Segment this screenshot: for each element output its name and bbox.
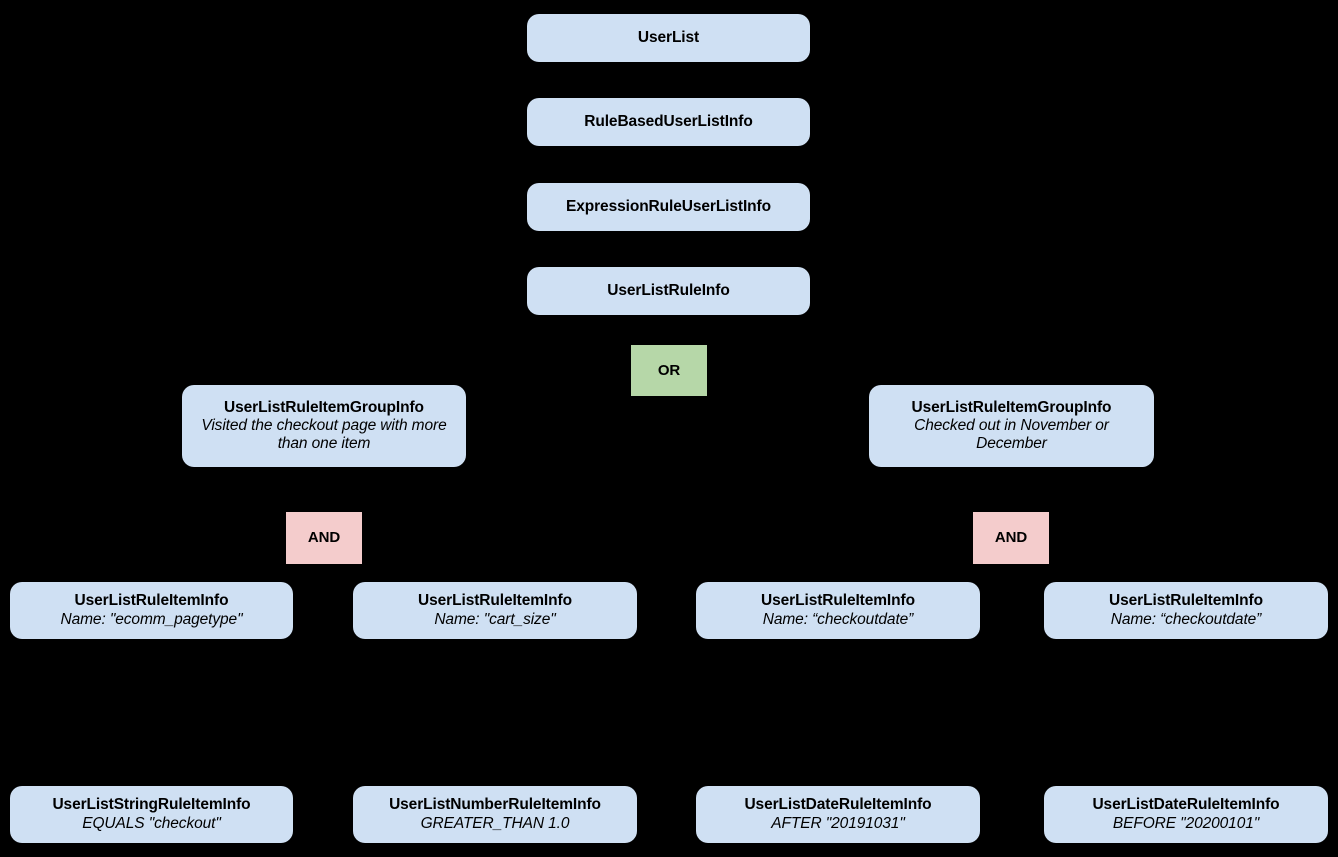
node-title: UserListDateRuleItemInfo [1092, 796, 1280, 814]
node-user-list-rule-info[interactable]: UserListRuleInfo [527, 267, 810, 315]
node-subtitle: Visited the checkout page with more than… [201, 416, 447, 453]
node-title: RuleBasedUserListInfo [584, 112, 753, 130]
node-title: UserListRuleItemGroupInfo [224, 398, 424, 416]
node-title: UserListNumberRuleItemInfo [389, 796, 601, 814]
node-title: UserListStringRuleItemInfo [52, 796, 251, 814]
node-title: UserList [637, 28, 700, 46]
node-subtitle: Name: "ecomm_pagetype" [60, 610, 243, 628]
edge-user-list-rule-info-to-operator-or [662, 314, 675, 347]
node-expression-rule-user-list-info[interactable]: ExpressionRuleUserListInfo [527, 183, 810, 231]
node-rule-based-user-list-info[interactable]: RuleBasedUserListInfo [527, 98, 810, 146]
node-title: AND [994, 529, 1028, 547]
node-title: UserListRuleInfo [607, 281, 730, 299]
node-subtitle: Checked out in November or December [914, 416, 1109, 453]
node-title: UserListRuleItemInfo [1109, 592, 1263, 610]
edge-operator-and-left-to-rule-item-cart-size [323, 563, 501, 584]
node-subtitle: BEFORE "20200101" [1112, 814, 1260, 832]
node-title: UserListRuleItemInfo [74, 592, 229, 610]
node-title: ExpressionRuleUserListInfo [566, 197, 771, 215]
node-subtitle: Name: “checkoutdate” [762, 610, 914, 628]
node-subtitle: AFTER "20191031" [771, 814, 905, 832]
edge-operator-and-right-to-rule-item-checkoutdate-after [832, 563, 1012, 584]
node-operator-or[interactable]: OR [631, 345, 707, 396]
node-subtitle: Name: “checkoutdate” [1110, 610, 1262, 628]
node-title: UserListRuleItemGroupInfo [911, 398, 1112, 416]
node-subtitle: Name: "cart_size" [434, 610, 556, 628]
node-operator-and-right[interactable]: AND [973, 512, 1049, 564]
node-subtitle: GREATER_THAN 1.0 [420, 814, 570, 832]
edge-operator-and-left-to-rule-item-ecomm-pagetype [145, 563, 325, 584]
node-title: UserListDateRuleItemInfo [744, 796, 932, 814]
node-title: AND [307, 529, 341, 547]
node-operator-and-left[interactable]: AND [286, 512, 362, 564]
node-title: OR [657, 361, 681, 379]
node-title: UserListRuleItemInfo [761, 592, 915, 610]
node-title: UserListRuleItemInfo [418, 592, 572, 610]
node-user-list[interactable]: UserList [527, 14, 810, 62]
edge-operator-and-right-to-rule-item-checkoutdate-before [1010, 563, 1192, 584]
edge-group-info-right-to-operator-and-right [1005, 466, 1018, 514]
node-subtitle: EQUALS "checkout" [82, 814, 221, 832]
